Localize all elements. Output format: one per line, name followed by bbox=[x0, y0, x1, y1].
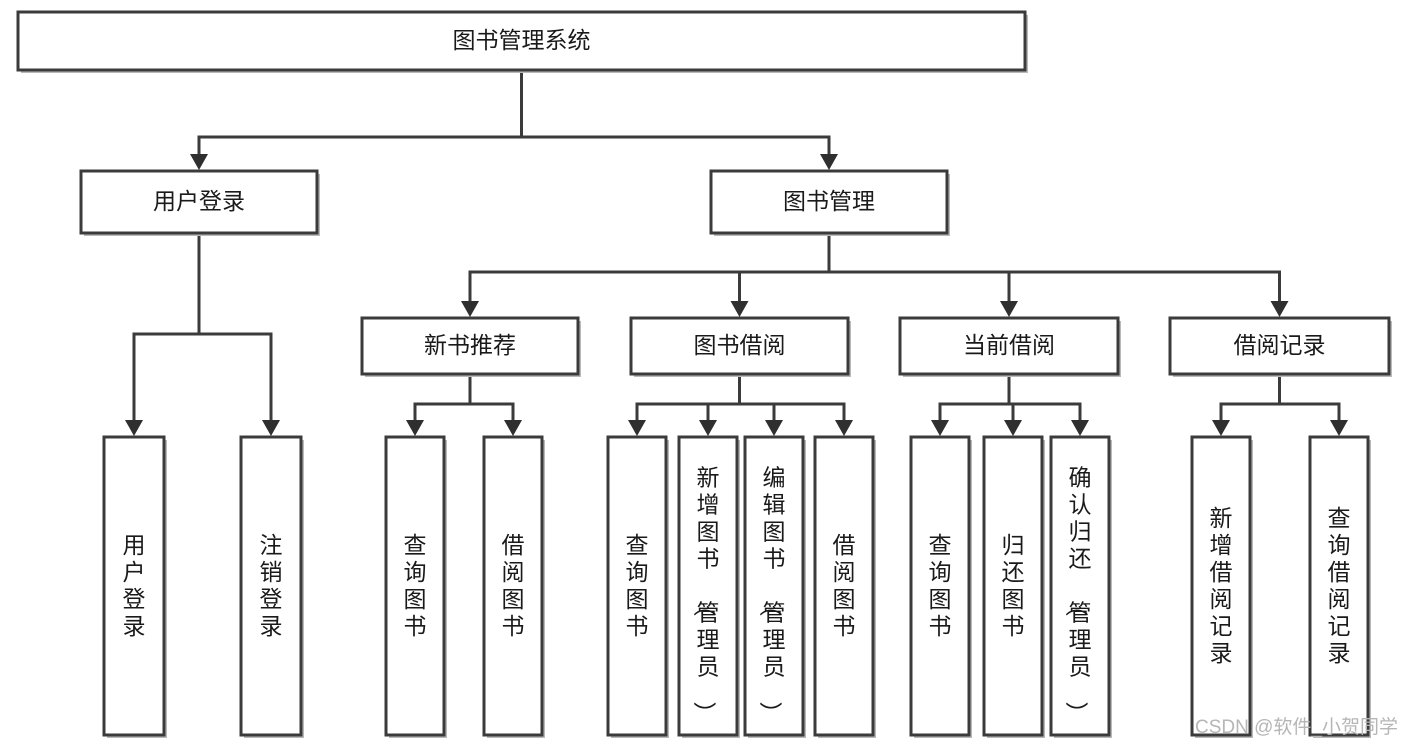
arrowhead bbox=[835, 420, 853, 436]
arrowhead bbox=[628, 420, 646, 436]
node-user-login[interactable]: 用户登录 bbox=[79, 169, 320, 236]
node-new-book-rec[interactable]: 新书推荐 bbox=[360, 316, 581, 377]
edges-layer bbox=[125, 68, 1348, 436]
node-box[interactable] bbox=[79, 169, 319, 235]
node-label: 图书借阅 bbox=[694, 332, 786, 358]
edge-group-user-login bbox=[125, 231, 280, 436]
node-label: 编辑图书（管理员） bbox=[758, 465, 786, 725]
node-leaf-borrow-book-1[interactable]: 借阅图书 bbox=[482, 435, 545, 738]
arrowhead bbox=[461, 301, 479, 317]
csdn-watermark: CSDN @软件_小贺同学 bbox=[1195, 716, 1398, 738]
node-borrow-record[interactable]: 借阅记录 bbox=[1168, 316, 1392, 377]
arrowhead bbox=[730, 301, 749, 317]
node-book-borrow[interactable]: 图书借阅 bbox=[629, 316, 851, 377]
node-box[interactable] bbox=[239, 435, 303, 737]
node-leaf-query-book-1[interactable]: 查询图书 bbox=[384, 435, 447, 738]
node-box[interactable] bbox=[813, 435, 875, 737]
node-leaf-confirm-return[interactable]: 确认归还（管理员） bbox=[1049, 435, 1112, 738]
arrowhead bbox=[262, 420, 280, 436]
node-box[interactable] bbox=[982, 435, 1044, 737]
node-leaf-query-book-3[interactable]: 查询图书 bbox=[909, 435, 972, 738]
arrowhead bbox=[765, 420, 783, 436]
node-box[interactable] bbox=[102, 435, 166, 737]
node-leaf-return-book[interactable]: 归还图书 bbox=[982, 435, 1045, 738]
node-leaf-edit-book[interactable]: 编辑图书（管理员） bbox=[743, 435, 806, 738]
arrowhead bbox=[1270, 301, 1289, 317]
arrowhead bbox=[1071, 420, 1089, 436]
arrowhead bbox=[125, 420, 143, 436]
node-box[interactable] bbox=[1168, 316, 1391, 376]
edge-group-book-borrow bbox=[628, 372, 853, 436]
edge-group-book-manage bbox=[461, 231, 1289, 317]
nodes-layer: 图书管理系统用户登录图书管理新书推荐图书借阅当前借阅借阅记录用户登录注销登录查询… bbox=[16, 10, 1392, 738]
node-label: 查询借阅记录 bbox=[1328, 505, 1351, 666]
arrowhead bbox=[1212, 420, 1230, 436]
node-label: 查询图书 bbox=[626, 532, 649, 639]
node-current-borrow[interactable]: 当前借阅 bbox=[898, 316, 1121, 377]
node-label: 查询图书 bbox=[929, 532, 952, 639]
arrowhead bbox=[699, 420, 717, 436]
node-box[interactable] bbox=[360, 316, 580, 376]
node-leaf-borrow-book-2[interactable]: 借阅图书 bbox=[813, 435, 876, 738]
arrowhead bbox=[1004, 420, 1022, 436]
node-box[interactable] bbox=[629, 316, 850, 376]
arrowhead bbox=[1330, 420, 1348, 436]
node-leaf-query-book-2[interactable]: 查询图书 bbox=[606, 435, 669, 738]
node-label: 借阅图书 bbox=[833, 532, 856, 639]
edge-group-root bbox=[190, 68, 838, 170]
node-box[interactable] bbox=[384, 435, 446, 737]
node-box[interactable] bbox=[898, 316, 1120, 376]
edge-group-new-book-rec bbox=[406, 372, 522, 436]
node-box[interactable] bbox=[709, 169, 949, 235]
node-box[interactable] bbox=[909, 435, 971, 737]
node-label: 图书管理 bbox=[783, 188, 875, 214]
node-box[interactable] bbox=[1308, 435, 1370, 737]
arrowhead bbox=[406, 420, 424, 436]
node-box[interactable] bbox=[1190, 435, 1252, 737]
node-label: 新增借阅记录 bbox=[1210, 505, 1233, 666]
node-leaf-add-record[interactable]: 新增借阅记录 bbox=[1190, 435, 1253, 738]
node-label: 确认归还（管理员） bbox=[1064, 465, 1092, 725]
node-label: 用户登录 bbox=[153, 188, 245, 214]
node-box[interactable] bbox=[482, 435, 544, 737]
node-label: 查询图书 bbox=[404, 532, 427, 639]
arrowhead bbox=[190, 154, 208, 170]
node-label: 注销登录 bbox=[260, 532, 283, 639]
node-leaf-user-login[interactable]: 用户登录 bbox=[102, 435, 167, 738]
edge-group-current-borrow bbox=[931, 372, 1089, 436]
node-label: 当前借阅 bbox=[963, 332, 1055, 358]
node-box[interactable] bbox=[16, 10, 1027, 72]
node-label: 归还图书 bbox=[1002, 532, 1025, 639]
arrowhead bbox=[820, 154, 838, 170]
node-label: 图书管理系统 bbox=[453, 27, 591, 53]
node-box[interactable] bbox=[606, 435, 668, 737]
node-label: 用户登录 bbox=[123, 532, 146, 639]
node-leaf-query-record[interactable]: 查询借阅记录 bbox=[1308, 435, 1371, 738]
node-label: 新增图书（管理员） bbox=[692, 465, 720, 725]
arrowhead bbox=[504, 420, 522, 436]
node-book-manage[interactable]: 图书管理 bbox=[709, 169, 950, 236]
node-box[interactable] bbox=[743, 435, 805, 737]
node-label: 借阅记录 bbox=[1234, 332, 1326, 358]
node-root[interactable]: 图书管理系统 bbox=[16, 10, 1028, 73]
arrowhead bbox=[1000, 301, 1018, 317]
arrowhead bbox=[931, 420, 949, 436]
node-leaf-user-logout[interactable]: 注销登录 bbox=[239, 435, 304, 738]
node-box[interactable] bbox=[1049, 435, 1111, 737]
node-box[interactable] bbox=[677, 435, 739, 737]
node-label: 新书推荐 bbox=[424, 332, 516, 358]
edge-group-borrow-record bbox=[1212, 372, 1348, 436]
node-leaf-add-book[interactable]: 新增图书（管理员） bbox=[677, 435, 740, 738]
node-label: 借阅图书 bbox=[502, 532, 525, 639]
